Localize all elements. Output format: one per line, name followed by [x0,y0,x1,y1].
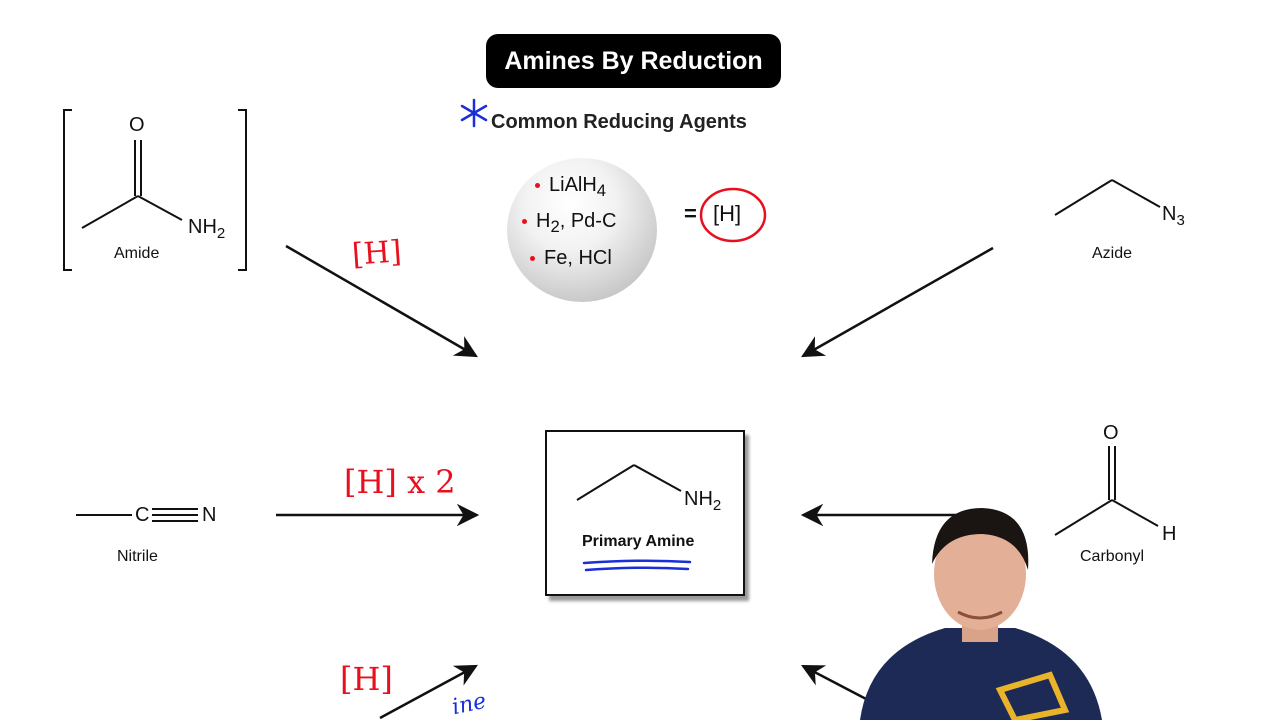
amide-n-subscript: 2 [216,225,226,242]
reducing-agents-heading: Common Reducing Agents [491,111,747,133]
carbonyl-bond-h [1111,499,1159,527]
primary-amine-label: Primary Amine [582,533,695,550]
amide-label: Amide [114,245,160,262]
agent-lialh4-subscript: 4 [596,181,607,200]
page-title: Amines By Reduction [486,34,781,88]
product-nh2: NH2 [684,488,721,514]
agent-lialh4: LiAlH4 [535,174,606,201]
equals-hydride: = [H] [684,201,741,227]
azide-n-subscript: 3 [1176,212,1185,229]
nitrile-nitrogen: N [202,504,217,526]
carbonyl-bond-left [1054,499,1113,536]
nitrile-carbon: C [135,504,150,526]
agent-h2-text: H [536,210,551,232]
product-n-subscript: 2 [712,497,722,514]
agent-h2-pdc: H2, Pd-C [522,210,616,237]
agent-h2-subscript: 2 [550,217,560,236]
arrow-amide [285,244,478,358]
presenter-figure [860,508,1102,724]
hydride-symbol: [H] [712,201,742,226]
agent-fe-hcl: Fe, HCl [530,247,612,270]
equals-sign: = [684,201,697,226]
azide-bond-2 [1111,179,1161,208]
amide-nh2: NH2 [188,216,225,242]
red-circle-mark [699,187,767,243]
amide-bracket-left [63,109,72,271]
azide-bond-1 [1054,179,1113,216]
annotation-nitrile-hydride-x2: [H] x 2 [344,463,456,501]
bullet-red-dot [535,183,540,189]
amide-bond-n [137,195,183,221]
amide-bracket-right [238,109,247,271]
arrow-bottom-right [801,664,869,702]
agent-fe-hcl-text: Fe, HCl [544,247,612,269]
carbonyl-hydrogen: H [1162,523,1177,545]
primary-amine-box: NH2 [545,430,745,596]
annotation-bottom-hydride: [H] [340,660,393,698]
amide-bond-left [81,195,139,229]
azide-n3: N3 [1162,203,1185,229]
product-n-text: NH [684,488,713,510]
agent-pdc-text: , Pd-C [559,210,617,232]
bullet-red-dot [530,256,535,262]
carbonyl-label: Carbonyl [1080,548,1145,565]
azide-label: Azide [1092,245,1133,262]
arrow-bottom-left [379,664,478,720]
amide-n-text: NH [188,216,217,238]
nitrile-label: Nitrile [117,548,158,565]
azide-n-text: N [1162,203,1177,225]
amide-oxygen: O [129,114,145,136]
arrow-azide [801,246,994,358]
carbonyl-oxygen: O [1103,422,1119,444]
agent-lialh4-text: LiAlH [549,174,597,196]
annotation-amide-hydride: [H] [350,234,403,273]
primary-amine-structure [576,464,682,501]
blue-asterisk-mark [460,98,488,128]
bullet-red-dot [522,219,527,225]
reducing-agents-sphere [507,158,657,302]
presenter-webcam [850,500,1110,724]
